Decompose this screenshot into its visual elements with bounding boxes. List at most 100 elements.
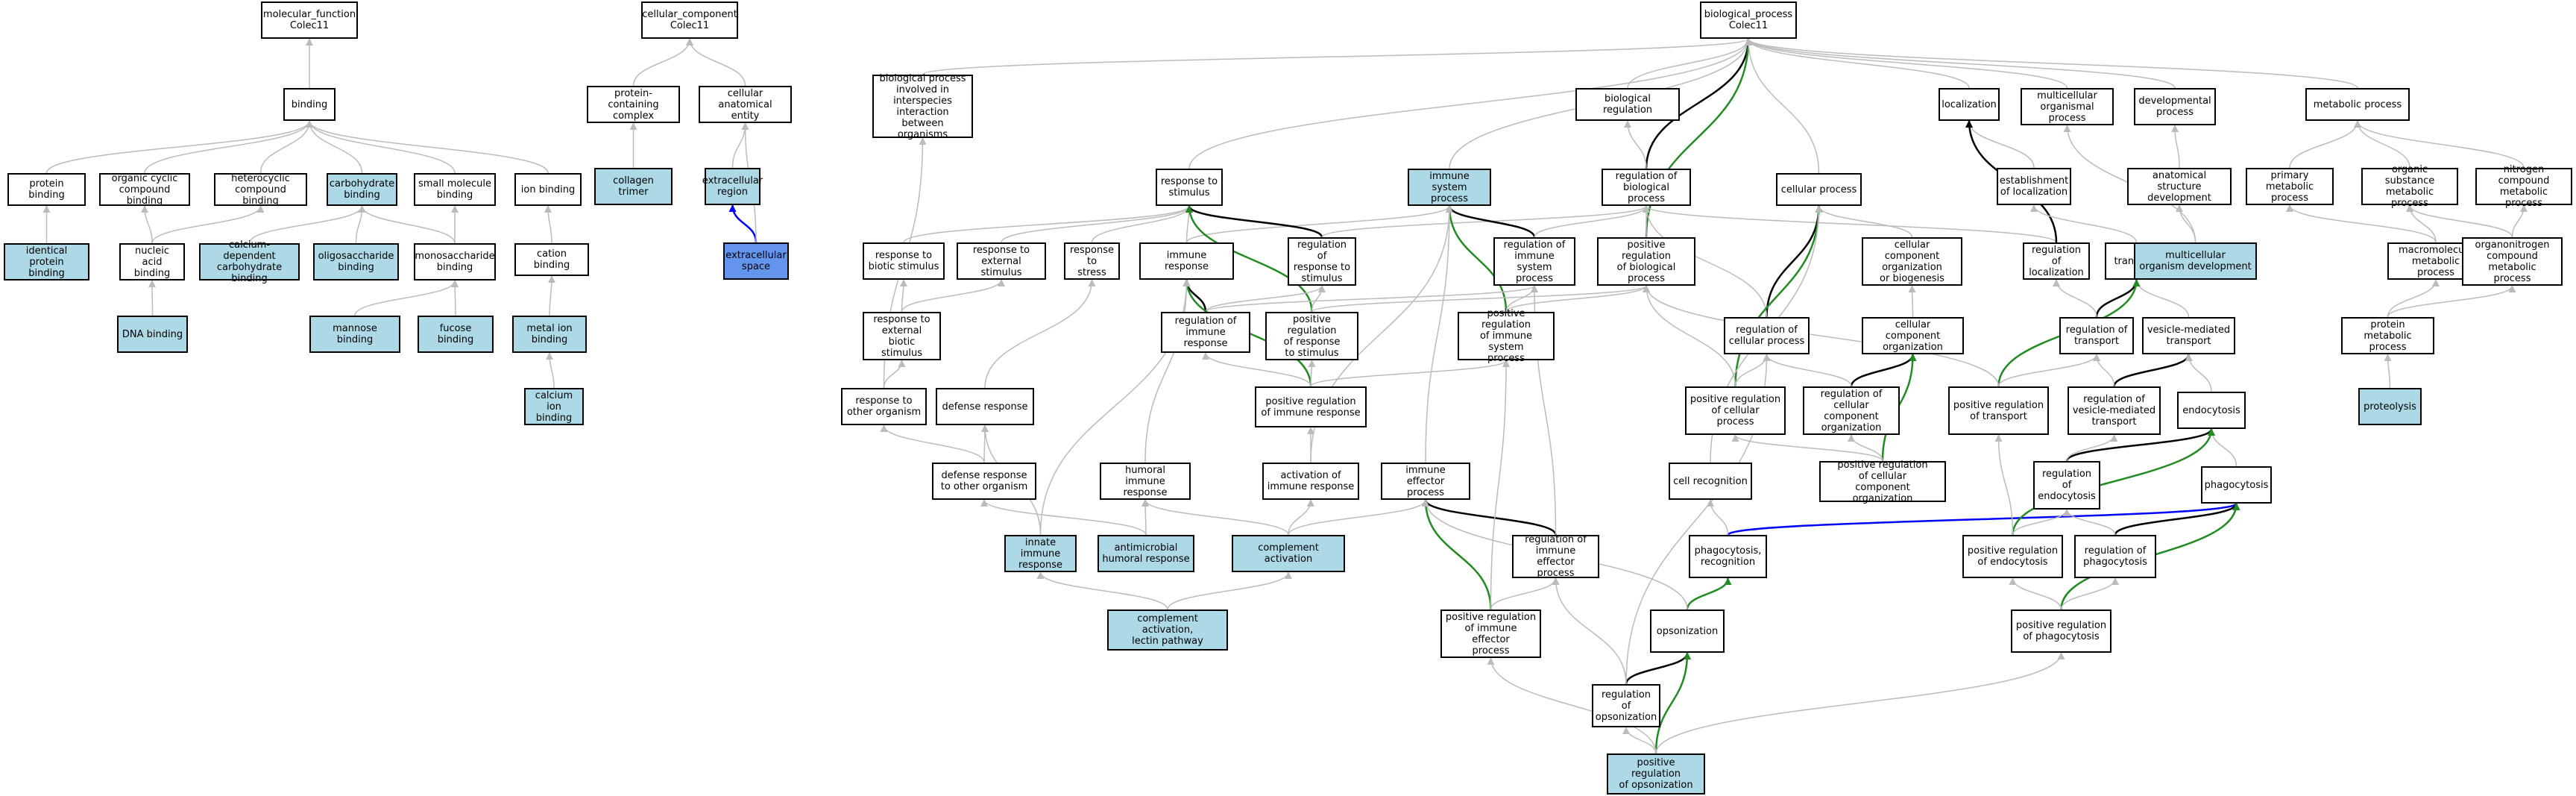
go-term-reg-endo[interactable]: regulation of endocytosis [2033,461,2100,510]
go-term-reg-resp-stim[interactable]: regulation of response to stimulus [1288,237,1356,286]
go-term-collagen[interactable]: collagen trimer [594,168,673,205]
go-term-pos-reg-immune-sys[interactable]: positive regulation of immune system pro… [1458,308,1555,364]
go-term-reg-immune-eff[interactable]: regulation of immune effector process [1512,534,1599,579]
go-term-calcium[interactable]: calcium ion binding [524,388,584,425]
go-term-carb-binding[interactable]: carbohydrate binding [327,173,397,206]
go-term-ion-binding[interactable]: ion binding [514,173,582,206]
go-term-resp-biotic[interactable]: response to biotic stimulus [863,242,945,280]
go-term-reg-vesicle[interactable]: regulation of vesicle-mediated transport [2068,386,2161,435]
go-term-endocytosis[interactable]: endocytosis [2177,392,2246,429]
edge-mannose-to-mono [354,280,459,316]
edge-pos-reg-immune-eff-to-reg-immune-eff [1490,577,1560,610]
go-term-anat-dev[interactable]: anatomical structure development [2127,168,2232,205]
go-term-nucleic[interactable]: nucleic acid binding [119,243,185,281]
go-term-localization[interactable]: localization [1939,88,2000,121]
go-term-identical[interactable]: identical protein binding [4,243,89,281]
go-term-ocyclic[interactable]: organic cyclic compound binding [99,173,190,207]
go-term-cell-recog[interactable]: cell recognition [1669,463,1752,500]
go-term-org-sub[interactable]: organic substance metabolic process [2361,164,2458,209]
go-term-nitrogen[interactable]: nitrogen compound metabolic process [2475,164,2572,209]
go-term-binding[interactable]: binding [283,88,336,121]
go-term-immune-sys[interactable]: immune system process [1408,169,1491,206]
go-term-phago-recog[interactable]: phagocytosis, recognition [1689,535,1767,578]
go-term-vesicle[interactable]: vesicle-mediated transport [2142,317,2235,354]
go-term-proteolysis[interactable]: proteolysis [2358,388,2422,425]
go-term-pos-reg-cell-proc[interactable]: positive regulation of cellular process [1685,386,1786,435]
go-term-antimicrobial[interactable]: antimicrobial humoral response [1098,535,1194,572]
go-term-pos-reg-cco[interactable]: positive regulation of cellular componen… [1819,460,1946,504]
go-term-defense-other[interactable]: defense response to other organism [932,463,1036,500]
go-term-dna[interactable]: DNA binding [117,316,188,353]
go-term-bp[interactable]: biological_process Colec11 [1700,1,1797,39]
go-term-cae[interactable]: cellular anatomical entity [699,86,792,123]
edge-reg-cell-proc-to-reg-bp [1643,205,1768,318]
go-term-est-loc[interactable]: establishment of localization [1997,168,2071,205]
go-term-heterocyclic[interactable]: heterocyclic compound binding [214,173,307,207]
go-term-pos-reg-resp-stim[interactable]: positive regulation of response to stimu… [1265,312,1358,360]
go-term-cco[interactable]: cellular component organization [1862,317,1964,354]
go-term-dev[interactable]: developmental process [2134,88,2216,125]
go-term-reg-immune-sys[interactable]: regulation of immune system process [1493,237,1575,286]
go-term-defense[interactable]: defense response [936,388,1034,425]
go-term-reg-cco[interactable]: regulation of cellular component organiz… [1803,386,1900,435]
go-term-pcc[interactable]: protein-containing complex [587,86,680,123]
go-term-ecs[interactable]: extracellular space [723,242,789,280]
go-term-orgnitro[interactable]: organonitrogen compound metabolic proces… [2462,237,2563,286]
go-term-cation[interactable]: cation binding [514,243,589,276]
go-term-prot-met[interactable]: protein metabolic process [2341,317,2434,354]
go-term-resp-other[interactable]: response to other organism [841,388,927,425]
go-term-resp-ext[interactable]: response to external stimulus [957,242,1046,280]
go-term-fucose[interactable]: fucose binding [418,316,494,353]
go-term-reg-phago[interactable]: regulation of phagocytosis [2074,535,2156,578]
go-term-interspecies[interactable]: biological process involved in interspec… [872,73,973,140]
go-term-metal[interactable]: metal ion binding [512,316,587,353]
go-term-resp-stim[interactable]: response to stimulus [1156,169,1223,206]
go-term-pos-reg-immune-resp[interactable]: positive regulation of immune response [1255,386,1367,427]
go-term-ecr[interactable]: extracellular region [702,168,763,205]
go-term-resp-ext-biotic[interactable]: response to external biotic stimulus [863,312,941,360]
go-term-metabolic[interactable]: metabolic process [2305,88,2410,121]
edge-complement-to-humoral [1141,499,1289,536]
go-term-bio-reg[interactable]: biological regulation [1575,88,1680,121]
edge-resp-ext-biotic-to-resp-ext [901,279,1005,313]
go-term-pos-reg-transport[interactable]: positive regulation of transport [1948,386,2049,435]
edge-reg-cco-to-reg-cell-proc [1763,354,1852,387]
go-term-mf[interactable]: molecular_function Colec11 [261,1,358,39]
go-term-pos-reg-immune-eff[interactable]: positive regulation of immune effector p… [1440,609,1541,658]
go-term-reg-opson[interactable]: regulation of opsonization [1592,684,1660,727]
edge-pos-reg-endo-to-endocytosis [2012,428,2215,536]
edge-reg-immune-resp-to-reg-immune-sys [1205,285,1538,313]
go-term-resp-stress[interactable]: response to stress [1064,242,1120,280]
go-term-phagocytosis[interactable]: phagocytosis [2201,466,2272,504]
go-term-reg-cell-proc[interactable]: regulation of cellular process [1724,317,1810,354]
go-term-immune-resp[interactable]: immune response [1139,242,1234,280]
go-term-reg-transport[interactable]: regulation of transport [2059,317,2134,354]
go-term-complement-lectin[interactable]: complement activation, lectin pathway [1107,609,1228,651]
go-term-protein-binding[interactable]: protein binding [7,173,86,206]
go-term-reg-immune-resp[interactable]: regulation of immune response [1161,312,1250,353]
go-term-immune-eff[interactable]: immune effector process [1381,463,1470,500]
go-term-reg-loc[interactable]: regulation of localization [2023,242,2090,280]
go-term-oligo[interactable]: oligosaccharide binding [313,243,399,281]
go-term-humoral[interactable]: humoral immune response [1100,463,1191,500]
go-term-ccob[interactable]: cellular component organization or bioge… [1862,237,1962,286]
go-term-pos-reg-opson[interactable]: positive regulation of opsonization [1607,753,1705,795]
go-term-pos-reg-phago[interactable]: positive regulation of phagocytosis [2011,609,2111,653]
go-term-ca-dep[interactable]: calcium-dependent carbohydrate binding [199,239,300,284]
go-term-reg-bp[interactable]: regulation of biological process [1602,169,1691,206]
go-term-small-mol[interactable]: small molecule binding [414,173,496,206]
go-term-cell-proc[interactable]: cellular process [1776,173,1862,206]
go-term-mono[interactable]: monosaccharide binding [414,243,496,281]
go-term-complement[interactable]: complement activation [1232,535,1345,572]
go-term-multi-dev[interactable]: multicellular organism development [2134,242,2257,280]
edge-pos-reg-immune-eff-to-immune-eff [1422,499,1492,610]
go-term-pos-reg-endo[interactable]: positive regulation of endocytosis [1962,535,2063,578]
go-term-pos-reg-bp[interactable]: positive regulation of biological proces… [1597,237,1695,286]
go-term-cc[interactable]: cellular_component Colec11 [641,1,738,39]
go-term-mannose[interactable]: mannose binding [309,316,400,353]
go-term-prim-met[interactable]: primary metabolic process [2246,168,2334,205]
go-term-innate[interactable]: innate immune response [1004,535,1077,572]
go-term-opsonization[interactable]: opsonization [1650,609,1725,653]
go-term-activation[interactable]: activation of immune response [1262,463,1359,500]
go-term-multicell[interactable]: multicellular organismal process [2021,88,2114,125]
